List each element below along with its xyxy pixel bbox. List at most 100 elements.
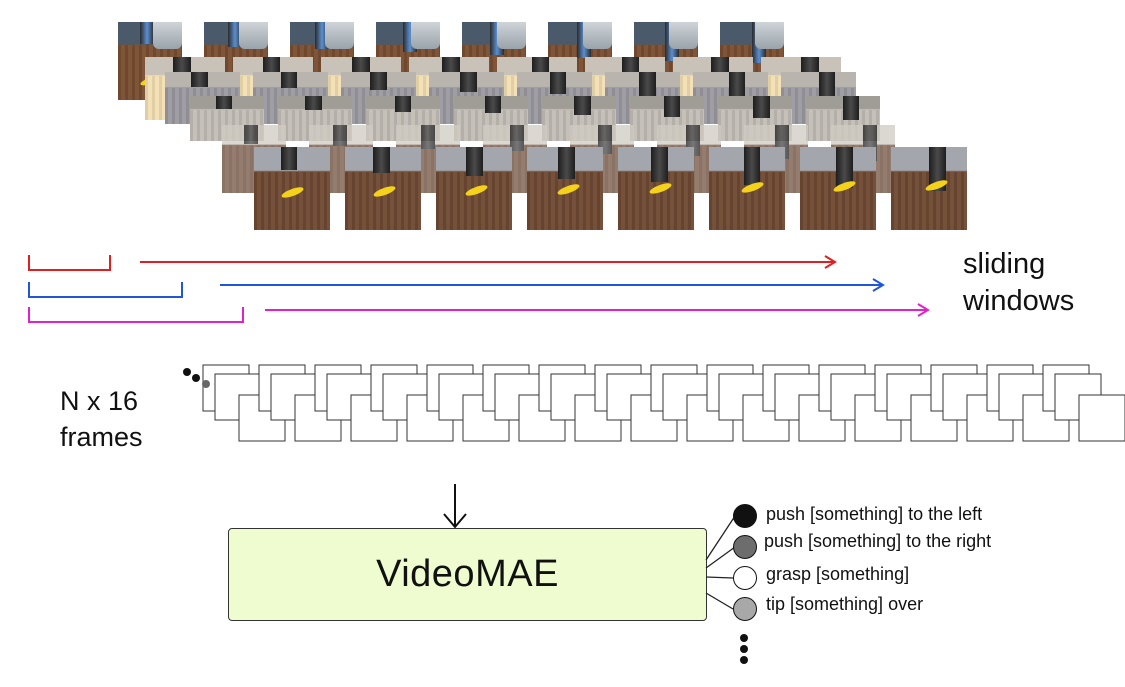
video-frame <box>527 147 603 230</box>
frame-square <box>986 364 1034 412</box>
frame-square <box>426 364 474 412</box>
videomae-model-box: VideoMAE <box>228 528 707 621</box>
frame-square <box>258 364 306 412</box>
stack-ellipsis-dot <box>192 374 200 382</box>
frame-square <box>1078 394 1125 442</box>
frame-square <box>706 364 754 412</box>
frame-square <box>482 364 530 412</box>
frame-square <box>606 373 654 421</box>
frame-square <box>350 394 398 442</box>
window-bracket <box>28 282 183 298</box>
frame-square <box>774 373 822 421</box>
frame-square <box>494 373 542 421</box>
frame-square <box>942 373 990 421</box>
frames-label: N x 16 frames <box>60 383 143 455</box>
frame-stack <box>314 364 398 442</box>
frame-square <box>314 364 362 412</box>
frame-square <box>662 373 710 421</box>
frame-square <box>886 373 934 421</box>
frame-square <box>238 394 286 442</box>
video-frame <box>436 147 512 230</box>
frame-square <box>406 394 454 442</box>
frames-label-line-2: frames <box>60 422 143 452</box>
frame-square <box>462 394 510 442</box>
frame-square <box>538 364 586 412</box>
class-dot-grasp <box>733 566 757 590</box>
frame-stack <box>818 364 902 442</box>
frame-square <box>874 364 922 412</box>
frame-square <box>742 394 790 442</box>
frame-square <box>818 364 866 412</box>
frame-stack <box>930 364 1014 442</box>
frame-stack <box>426 364 510 442</box>
frame-square <box>1042 364 1090 412</box>
frames-label-line-1: N x 16 <box>60 386 139 416</box>
frame-stack <box>370 364 454 442</box>
frame-square <box>630 394 678 442</box>
frame-square <box>202 364 250 412</box>
model-name: VideoMAE <box>376 553 559 595</box>
frame-square <box>718 373 766 421</box>
video-frame <box>345 147 421 230</box>
frame-square <box>966 394 1014 442</box>
class-label-tip-over: tip [something] over <box>766 594 924 614</box>
frame-square <box>270 373 318 421</box>
stack-ellipsis-dot <box>183 368 191 376</box>
video-frame <box>709 147 785 230</box>
frame-square <box>854 394 902 442</box>
frame-square <box>798 394 846 442</box>
window-arrow-head <box>917 303 930 317</box>
frame-square <box>574 394 622 442</box>
frame-square <box>1054 373 1102 421</box>
video-frame <box>618 147 694 230</box>
sliding-windows-label-line-1: sliding <box>963 248 1046 280</box>
frame-stack <box>594 364 678 442</box>
stack-ellipsis-dot <box>202 380 210 388</box>
frame-square <box>998 373 1046 421</box>
window-bracket <box>28 255 111 271</box>
class-dot-push-right <box>733 535 757 559</box>
class-label-push-right: push [something] to the right <box>764 531 992 551</box>
class-dot-push-left <box>733 504 757 528</box>
frame-square <box>830 373 878 421</box>
frame-stack <box>202 364 286 442</box>
class-label-grasp: grasp [something] <box>766 564 910 584</box>
class-dot-tip-over <box>733 597 757 621</box>
frame-stack <box>258 364 342 442</box>
frame-square <box>910 394 958 442</box>
more-classes-ellipsis <box>740 634 748 664</box>
frame-square <box>594 364 642 412</box>
frame-square <box>650 364 698 412</box>
frame-square <box>686 394 734 442</box>
frame-stack <box>762 364 846 442</box>
video-frame <box>254 147 330 230</box>
frame-stack <box>1042 364 1125 442</box>
video-frame <box>891 147 967 230</box>
video-frame <box>800 147 876 230</box>
sliding-windows-label-line-2: windows <box>963 285 1075 317</box>
frame-square <box>1022 394 1070 442</box>
frame-square <box>294 394 342 442</box>
frame-stack <box>874 364 958 442</box>
frame-square <box>930 364 978 412</box>
down-arrow-icon <box>443 484 467 529</box>
frame-square <box>762 364 810 412</box>
frame-square <box>326 373 374 421</box>
frame-stack <box>650 364 734 442</box>
frame-square <box>438 373 486 421</box>
frame-stack <box>986 364 1070 442</box>
sliding-windows-label: sliding windows <box>963 246 1074 320</box>
frame-square <box>518 394 566 442</box>
frame-stack <box>538 364 622 442</box>
frame-stack <box>482 364 566 442</box>
frame-square <box>214 373 262 421</box>
class-label-push-left: push [something] to the left <box>766 504 983 524</box>
frame-square <box>382 373 430 421</box>
frame-square <box>370 364 418 412</box>
window-bracket <box>28 307 244 323</box>
window-arrow-head <box>872 278 885 292</box>
frame-square <box>550 373 598 421</box>
frame-stack <box>706 364 790 442</box>
window-arrow-head <box>824 255 837 269</box>
